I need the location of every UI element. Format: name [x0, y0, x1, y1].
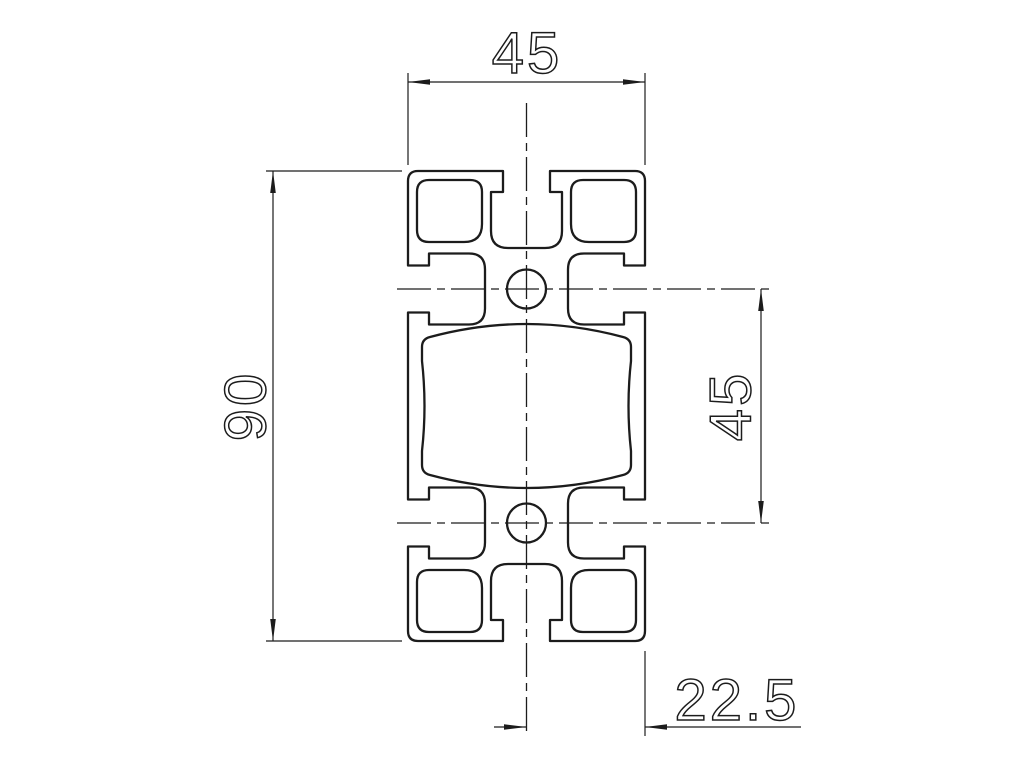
- corner-cavity-bottom-left: [415, 568, 484, 634]
- arrow-right-bottom: [758, 501, 764, 523]
- corner-cavity-top-left: [415, 178, 484, 244]
- arrow-bottom-center: [504, 724, 527, 730]
- arrow-bottom-right: [645, 724, 667, 730]
- profile-geometry: [406, 169, 647, 643]
- arrow-left-bottom: [270, 619, 276, 641]
- arrow-left-top: [270, 171, 276, 193]
- dimension-bottom-offset: 22.5: [494, 651, 801, 736]
- profile-outline: [406, 169, 647, 643]
- dimension-text-left-height: 90: [214, 371, 279, 442]
- dimension-text-bottom-offset: 22.5: [675, 668, 800, 733]
- core-hole-upper: [505, 268, 548, 310]
- central-cavity: [420, 322, 633, 490]
- core-hole-lower: [505, 502, 548, 544]
- corner-cavity-top-right: [569, 178, 638, 244]
- dimension-text-right-pitch: 45: [699, 371, 764, 442]
- dimension-right-pitch: 45: [698, 289, 764, 523]
- dimension-left-height: 90: [213, 170, 402, 642]
- arrow-top-left: [408, 79, 430, 85]
- corner-cavity-bottom-right: [569, 568, 638, 634]
- arrow-right-top: [758, 289, 764, 311]
- dimension-top-width: 45: [407, 20, 646, 165]
- arrow-top-right: [623, 79, 645, 85]
- dimension-text-top-width: 45: [492, 21, 563, 86]
- centerlines: [397, 103, 769, 737]
